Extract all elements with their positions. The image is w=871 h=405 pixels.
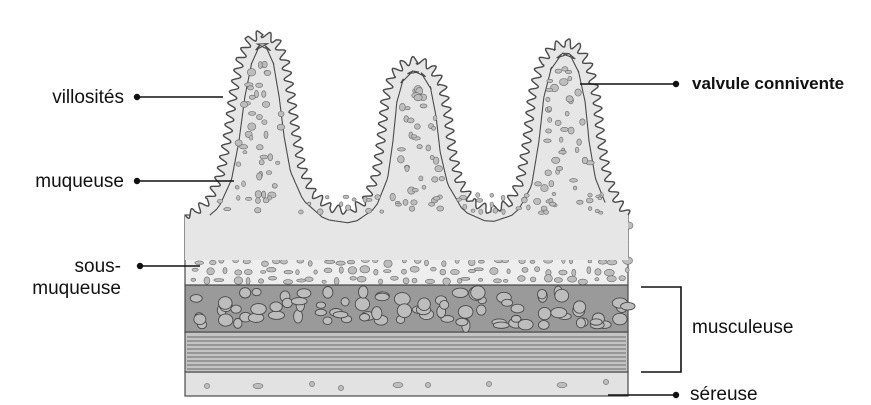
circular-muscle-layer xyxy=(185,285,635,332)
label-muqueuse: muqueuse xyxy=(35,172,124,192)
label-musculeuse: musculeuse xyxy=(692,318,793,338)
label-sous-muqueuse-2: muqueuse xyxy=(32,279,121,299)
label-sereuse: séreuse xyxy=(690,385,758,405)
label-villosites: villosités xyxy=(52,88,124,108)
villosites-leader xyxy=(134,94,223,100)
musculeuse-bracket xyxy=(641,287,681,372)
label-valvule-connivente: valvule connivente xyxy=(692,74,844,94)
longitudinal-muscle-layer xyxy=(185,332,628,372)
label-sous-muqueuse-1: sous- xyxy=(75,257,121,277)
